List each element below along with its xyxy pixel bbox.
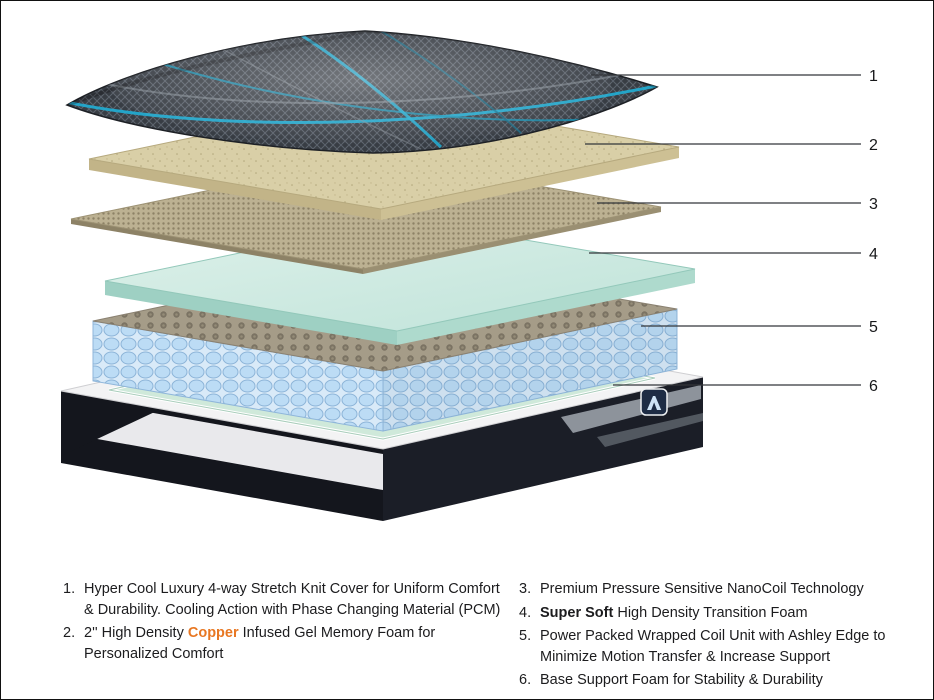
legend-item-2-number: 2. (63, 625, 76, 642)
legend-item-3: 3. Premium Pressure Sensitive NanoCoil T… (519, 579, 911, 600)
legend-item-4-text: Super Soft High Density Transition Foam (540, 603, 911, 624)
legend-item-5-number: 5. (519, 628, 532, 645)
legend-item-6-text: Base Support Foam for Stability & Durabi… (540, 672, 823, 689)
legend-column-left: 1. Hyper Cool Luxury 4-way Stretch Knit … (63, 579, 507, 667)
memory-foam-left-edge (89, 159, 381, 220)
legend-item-2-text: 2'' High Density Copper Infused Gel Memo… (84, 623, 507, 664)
mattress-exploded-diagram: 1 2 3 4 5 6 (60, 30, 878, 521)
knit-cover-accents (67, 31, 657, 150)
callout-lines (585, 74, 861, 386)
super-soft-highlight: Super Soft (540, 604, 614, 621)
memory-foam-right-edge (381, 147, 679, 220)
legend-item-2: 2. 2'' High Density Copper Infused Gel M… (63, 623, 507, 664)
ashley-logo-icon (640, 388, 668, 416)
legend-item-4-suffix: High Density Transition Foam (613, 604, 808, 621)
legend-item-3-text: Premium Pressure Sensitive NanoCoil Tech… (540, 581, 864, 597)
legend-item-6: 6. Base Support Foam for Stability & Dur… (519, 670, 911, 691)
cover-sheen (111, 31, 611, 143)
callout-number-1: 1 (869, 68, 878, 85)
callout-number-4: 4 (869, 246, 878, 263)
nanocoil-left-edge (71, 219, 363, 274)
legend-item-6-number: 6. (519, 672, 532, 689)
base-right-face-accent-2 (597, 413, 703, 447)
legend-item-5: 5. Power Packed Wrapped Coil Unit with A… (519, 626, 911, 667)
base-left-face-dark-wedge (61, 391, 161, 456)
legend-item-4-number: 4. (519, 604, 532, 621)
callout-number-2: 2 (869, 137, 878, 154)
legend-item-5-text: Power Packed Wrapped Coil Unit with Ashl… (540, 628, 886, 665)
layer-1-knit-cover (65, 30, 659, 154)
coil-right-face-shade (383, 309, 677, 431)
transition-foam-left-edge (105, 281, 397, 345)
copper-highlight: Copper (187, 625, 239, 642)
legend-item-4: 4. Super Soft High Density Transition Fo… (519, 603, 911, 624)
legend-item-1: 1. Hyper Cool Luxury 4-way Stretch Knit … (63, 579, 507, 620)
legend-item-1-text: Hyper Cool Luxury 4-way Stretch Knit Cov… (84, 581, 501, 618)
legend-item-3-number: 3. (519, 581, 532, 597)
legend-item-1-number: 1. (63, 581, 76, 597)
nanocoil-right-edge (363, 207, 661, 274)
callout-number-3: 3 (869, 196, 878, 213)
base-left-face-white-band (75, 399, 383, 490)
legend-item-2-suffix: Infused Gel Memory Foam for Personalized… (84, 625, 436, 662)
transition-foam-right-edge (397, 269, 695, 345)
callout-number-5: 5 (869, 319, 878, 336)
layer-4-transition-foam (104, 218, 696, 345)
legend-column-right: 3. Premium Pressure Sensitive NanoCoil T… (519, 579, 911, 694)
legend-item-2-prefix: 2'' High Density (84, 625, 188, 642)
callout-number-6: 6 (869, 378, 878, 395)
legend: 1. Hyper Cool Luxury 4-way Stretch Knit … (1, 577, 933, 697)
